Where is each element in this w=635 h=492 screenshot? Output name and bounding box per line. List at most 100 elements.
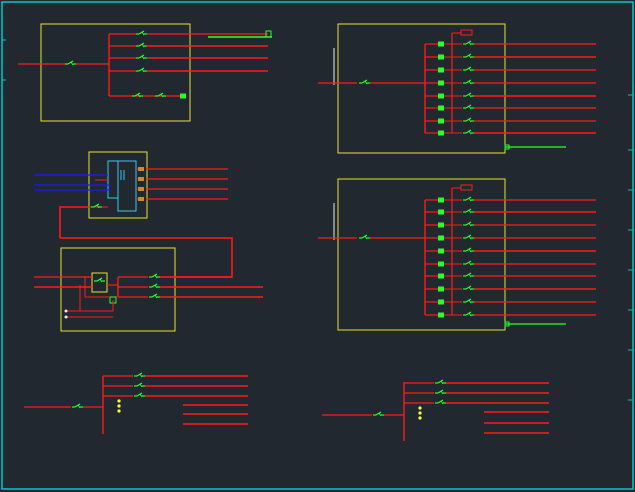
- breaker-icon: [149, 273, 160, 279]
- breaker-mark: [468, 235, 472, 240]
- breaker-icon: [463, 40, 474, 46]
- breaker-blade: [138, 54, 145, 59]
- breaker-block-icon: [438, 54, 444, 60]
- continuation-dot: [117, 399, 121, 403]
- breaker-mark: [141, 55, 145, 60]
- breaker-blade: [134, 92, 141, 97]
- breaker-icon: [136, 42, 147, 48]
- breaker-blade: [465, 196, 472, 201]
- breaker-icon: [463, 311, 474, 317]
- breaker-icon: [463, 92, 474, 98]
- distribution-box-3: [318, 178, 596, 331]
- breaker-mark: [468, 41, 472, 46]
- meter-icon: [117, 160, 137, 212]
- breaker-blade: [361, 79, 368, 84]
- breaker-icon: [463, 234, 474, 240]
- breaker-icon: [463, 53, 474, 59]
- breaker-blade: [138, 30, 145, 35]
- breaker-blade: [437, 399, 444, 404]
- continuation-dot: [418, 406, 422, 410]
- breaker-blade: [375, 411, 382, 416]
- breaker-blade: [465, 311, 472, 316]
- breaker-block-icon: [438, 118, 444, 124]
- breaker-mark: [468, 273, 472, 278]
- continuation-dot: [117, 404, 121, 408]
- breaker-mark: [468, 261, 472, 266]
- breaker-icon: [359, 79, 370, 85]
- breaker-blade: [157, 92, 164, 97]
- breaker-block-icon: [438, 222, 444, 228]
- breaker-icon: [359, 234, 370, 240]
- breaker-blade: [465, 234, 472, 239]
- breaker-block-icon: [438, 299, 444, 305]
- breaker-icon: [136, 30, 147, 36]
- breaker-blade: [136, 382, 143, 387]
- breaker-icon: [149, 293, 160, 299]
- breaker-mark: [139, 373, 143, 378]
- breaker-mark: [440, 390, 444, 395]
- breaker-icon: [463, 196, 474, 202]
- breaker-blade: [138, 42, 145, 47]
- breaker-blade: [74, 403, 81, 408]
- breaker-icon: [463, 247, 474, 253]
- breaker-block-icon: [438, 197, 444, 203]
- fuse-icon: [138, 167, 144, 171]
- terminal-dot: [64, 315, 68, 319]
- breaker-icon: [463, 260, 474, 266]
- breaker-block-icon: [180, 93, 186, 99]
- terminal-dot: [64, 309, 68, 313]
- frame-side-markers: [2, 39, 633, 401]
- breaker-icon: [463, 285, 474, 291]
- unboxed-group-1: [24, 372, 248, 434]
- breaker-blade: [465, 272, 472, 277]
- breaker-blade: [465, 129, 472, 134]
- breaker-mark: [364, 80, 368, 85]
- breaker-icon: [65, 60, 76, 66]
- breaker-blade: [465, 79, 472, 84]
- breaker-mark: [468, 130, 472, 135]
- breaker-blade: [93, 203, 100, 208]
- breaker-mark: [468, 67, 472, 72]
- breaker-mark: [96, 204, 100, 209]
- breaker-blade: [437, 379, 444, 384]
- breaker-mark: [139, 393, 143, 398]
- breaker-blade: [151, 283, 158, 288]
- breaker-mark: [468, 299, 472, 304]
- breaker-icon: [134, 372, 145, 378]
- breaker-mark: [468, 222, 472, 227]
- distribution-box-1: [18, 23, 272, 122]
- breaker-icon: [435, 389, 446, 395]
- breaker-icon: [435, 399, 446, 405]
- breaker-mark: [99, 278, 103, 283]
- breaker-blade: [96, 277, 103, 282]
- breaker-mark: [137, 93, 141, 98]
- breaker-blade: [437, 389, 444, 394]
- breaker-blade: [151, 293, 158, 298]
- panel-border: [60, 247, 176, 332]
- breaker-blade: [67, 60, 74, 65]
- wire: [79, 285, 114, 312]
- breaker-blade: [465, 92, 472, 97]
- breaker-icon: [72, 403, 83, 409]
- breaker-icon: [463, 221, 474, 227]
- breaker-mark: [440, 400, 444, 405]
- terminal-icon: [504, 321, 510, 327]
- breaker-mark: [160, 93, 164, 98]
- breaker-blade: [138, 67, 145, 72]
- breaker-mark: [468, 93, 472, 98]
- breaker-blade: [465, 66, 472, 71]
- main-switch-box: [34, 247, 263, 332]
- breaker-mark: [139, 383, 143, 388]
- breaker-block-icon: [438, 80, 444, 86]
- continuation-dot: [418, 411, 422, 415]
- breaker-mark: [468, 248, 472, 253]
- breaker-icon: [463, 79, 474, 85]
- breaker-icon: [463, 117, 474, 123]
- breaker-blade: [136, 372, 143, 377]
- breaker-blade: [361, 234, 368, 239]
- breaker-mark: [154, 274, 158, 279]
- breaker-mark: [364, 235, 368, 240]
